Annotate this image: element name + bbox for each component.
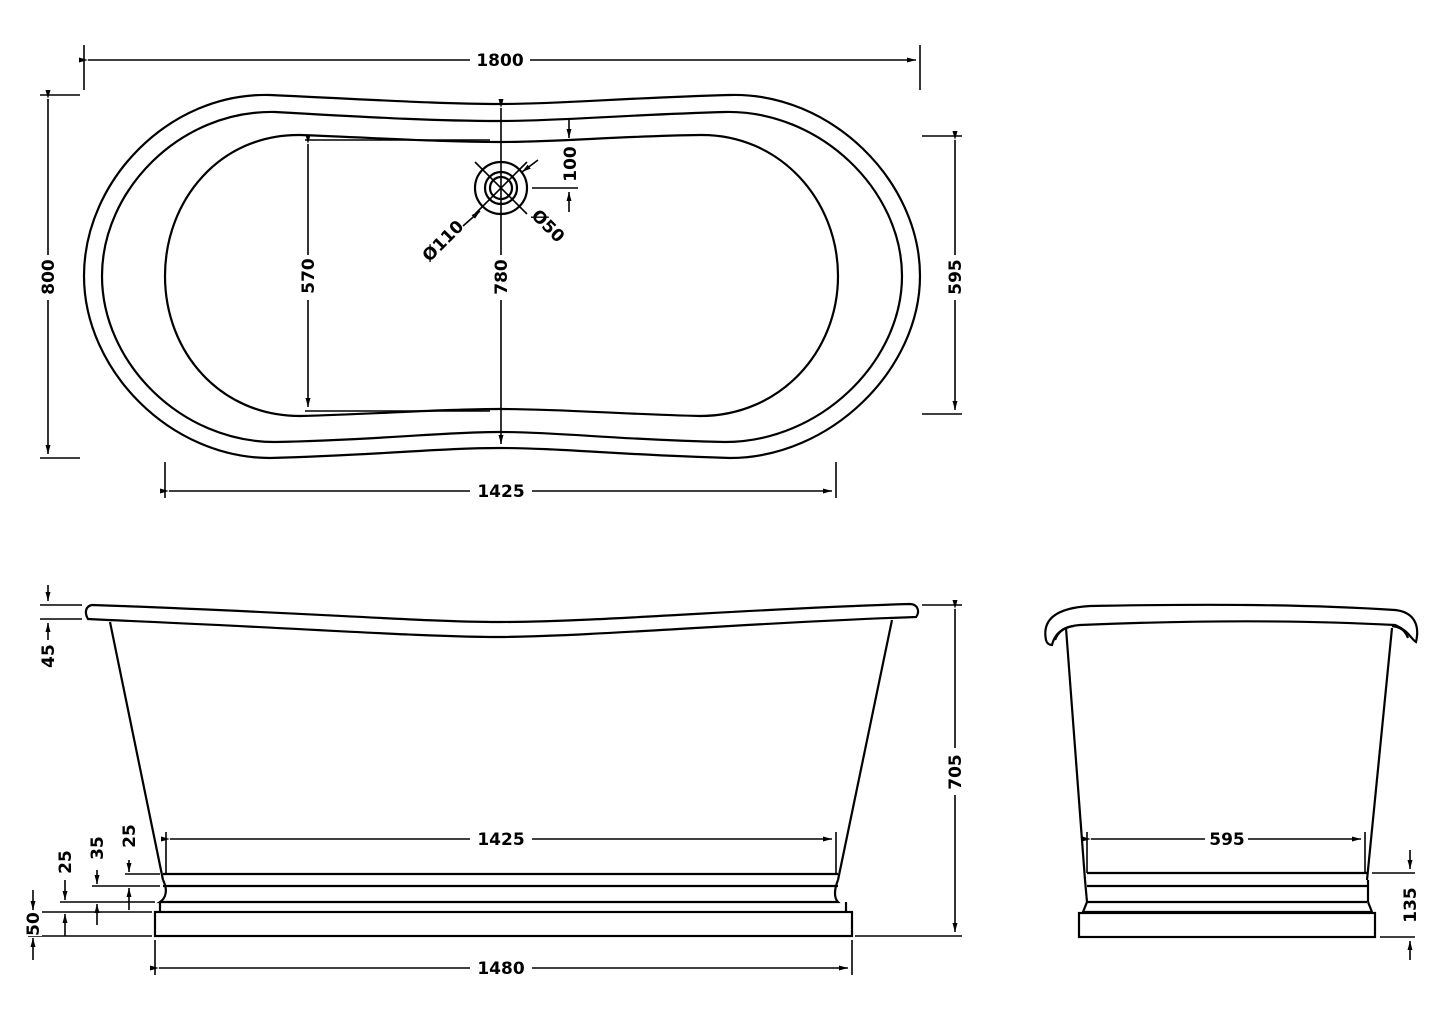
dim-overall-height: 705 bbox=[946, 754, 966, 790]
dim-waste-outer-diameter: Ø110 bbox=[419, 217, 469, 267]
dim-plinth-step-3: 25 bbox=[120, 824, 140, 848]
dim-rim-thickness: 45 bbox=[39, 644, 59, 668]
dim-end-width: 595 bbox=[946, 259, 966, 295]
end-view: 595 135 bbox=[1044, 603, 1421, 960]
side-plinth bbox=[153, 872, 854, 938]
waste-outlet-icon bbox=[473, 160, 529, 216]
dim-waste-offset: 100 bbox=[561, 146, 581, 182]
dim-inner-width-center: 780 bbox=[492, 259, 512, 295]
dim-waste-inner-diameter: Ø50 bbox=[527, 206, 568, 247]
dim-end-base-width: 595 bbox=[1209, 830, 1245, 850]
side-rim bbox=[84, 602, 920, 639]
dim-base-bottom-width: 1480 bbox=[477, 959, 524, 979]
end-plinth bbox=[1077, 871, 1377, 939]
dim-inner-width-end: 570 bbox=[299, 258, 319, 294]
end-rim bbox=[1044, 603, 1419, 647]
plan-inner-rim bbox=[100, 110, 904, 444]
dim-plinth-step-1: 25 bbox=[56, 850, 76, 874]
plan-basin bbox=[163, 133, 840, 418]
dim-plinth-step-2: 35 bbox=[88, 836, 108, 860]
dim-end-plinth-height: 135 bbox=[1401, 887, 1421, 923]
side-view: 45 25 35 25 50 1425 1480 bbox=[24, 585, 966, 979]
dim-base-top-width: 1425 bbox=[477, 830, 524, 850]
dim-plinth-base: 50 bbox=[24, 912, 44, 936]
dim-overall-width: 800 bbox=[39, 259, 59, 295]
plan-view: 1800 800 570 780 Ø110 Ø50 bbox=[39, 45, 966, 502]
dim-inner-length-base: 1425 bbox=[477, 482, 524, 502]
plan-outer-rim bbox=[82, 93, 922, 460]
dim-overall-length: 1800 bbox=[476, 51, 523, 71]
